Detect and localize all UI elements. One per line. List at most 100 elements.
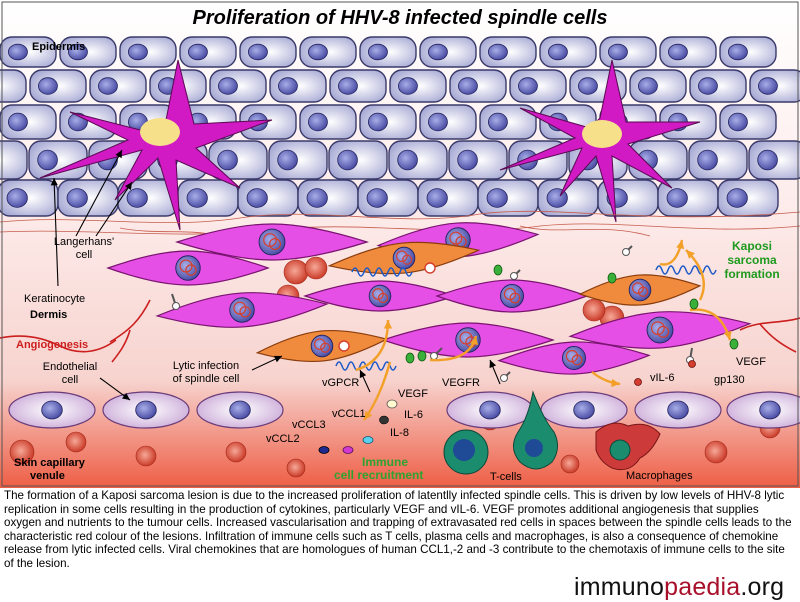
keratinocyte-nucleus [217, 149, 238, 171]
macrophage-cell [595, 422, 661, 471]
keratinocyte-nucleus [6, 188, 28, 208]
spindle-cell [106, 250, 270, 286]
keratinocyte-nucleus [428, 112, 448, 132]
label-dermis: Dermis [30, 309, 67, 321]
keratinocyte [0, 69, 27, 103]
keratinocyte-nucleus [457, 149, 478, 171]
keratinocyte-nucleus [667, 43, 688, 61]
keratinocyte-nucleus [97, 77, 118, 95]
keratinocyte-nucleus [187, 43, 208, 61]
label-immune-2: cell recruitment [334, 468, 423, 482]
keratinocyte-nucleus [246, 188, 268, 208]
receptor-head [510, 272, 518, 280]
angiogenesis-sprout [739, 317, 800, 353]
t-cell-2 [513, 390, 558, 470]
red-blood-cell [582, 298, 606, 322]
lytic-spindle-cell [327, 241, 481, 275]
arrow-head [611, 378, 620, 388]
keratinocyte-nucleus [7, 112, 28, 132]
arrow-shaft [75, 149, 123, 237]
keratinocyte-nucleus [368, 112, 388, 132]
dermal-vessel [0, 210, 800, 224]
vil6-molecule [688, 360, 696, 368]
red-blood-cell [65, 431, 87, 453]
receptor-head [430, 352, 438, 360]
arrow-head [122, 392, 130, 400]
spindle-cell [381, 322, 555, 358]
endothelial-nucleus [667, 400, 689, 420]
label-tcells: T-cells [490, 471, 522, 483]
endothelial-nucleus [759, 400, 781, 420]
keratinocyte [388, 140, 448, 180]
label-endothelial-cell: cell [62, 374, 79, 386]
keratinocyte [688, 140, 748, 180]
keratinocyte-nucleus [398, 77, 418, 95]
keratinocyte-nucleus [486, 188, 508, 208]
label-vgpcr: vGPCR [322, 377, 359, 389]
keratinocyte [328, 140, 388, 180]
label-kaposi-3: formation [724, 267, 779, 281]
label-skin-capillary-2: venule [30, 470, 65, 482]
keratinocyte-nucleus [488, 43, 508, 61]
arrow-head [364, 410, 373, 420]
keratinocyte-nucleus [697, 149, 718, 171]
keratinocyte-nucleus [458, 77, 478, 95]
spindle-cells [106, 222, 752, 375]
arrow-head [676, 240, 685, 250]
keratinocyte-nucleus [7, 43, 28, 61]
vegf-molecule [493, 264, 503, 276]
diagram-canvas: Proliferation of HHV-8 infected spindle … [0, 0, 800, 488]
label-keratinocyte: Keratinocyte [24, 293, 85, 305]
label-skin-capillary-1: Skin capillary [14, 457, 86, 469]
red-blood-cell [304, 256, 328, 280]
label-vccl3: vCCL3 [292, 419, 326, 431]
arrow-shaft [95, 181, 133, 237]
keratinocyte-nucleus [186, 188, 208, 208]
keratinocyte-nucleus [217, 77, 238, 95]
arrow-head [686, 250, 695, 259]
keratinocyte-nucleus [727, 43, 748, 61]
vccl3-molecule [342, 446, 354, 454]
keratinocyte-nucleus [306, 188, 328, 208]
keratinocyte-nucleus [248, 43, 268, 61]
arrow-head [489, 360, 497, 369]
spindle-cell [497, 341, 651, 375]
keratinocyte-nucleus [67, 43, 88, 61]
keratinocyte-nucleus [426, 188, 448, 208]
arrows [50, 149, 732, 421]
label-endothelial: Endothelial [43, 361, 97, 373]
endothelial-nucleus [41, 400, 63, 420]
arrow-head [359, 370, 367, 379]
label-immune-1: Immune [362, 455, 408, 469]
endothelial-nucleus [573, 400, 595, 420]
label-langerhans-cell: cell [76, 249, 93, 261]
angiogenesis-sprouts [0, 299, 800, 363]
keratinocyte-nucleus [278, 77, 298, 95]
keratinocyte-nucleus [547, 43, 568, 61]
keratinocyte-nucleus [397, 149, 418, 171]
keratinocyte-nucleus [637, 77, 658, 95]
vccl1-molecule [362, 436, 374, 444]
receptors [171, 245, 717, 382]
label-epidermis: Epidermis [32, 41, 85, 53]
keratinocyte-nucleus [66, 188, 88, 208]
keratinocyte-nucleus [607, 43, 628, 61]
cytokines [318, 264, 739, 454]
spindle-cell [435, 279, 589, 313]
endothelial-nucleus [229, 400, 251, 420]
spindle-cell [568, 311, 752, 349]
keratinocyte-nucleus [337, 149, 358, 171]
langerhans-cell-left [39, 59, 273, 231]
arrow-head [125, 182, 132, 191]
keratinocyte-nucleus [308, 43, 328, 61]
keratinocyte-nucleus [488, 112, 508, 132]
arrow-head [470, 336, 479, 346]
arrow-head [50, 178, 58, 186]
keratinocyte-nucleus [666, 188, 688, 208]
red-blood-cell [704, 440, 728, 464]
keratinocyte-nucleus [277, 149, 298, 171]
arrow-head [273, 355, 282, 363]
langerhans-cell-right [499, 59, 701, 223]
keratinocyte [448, 140, 508, 180]
